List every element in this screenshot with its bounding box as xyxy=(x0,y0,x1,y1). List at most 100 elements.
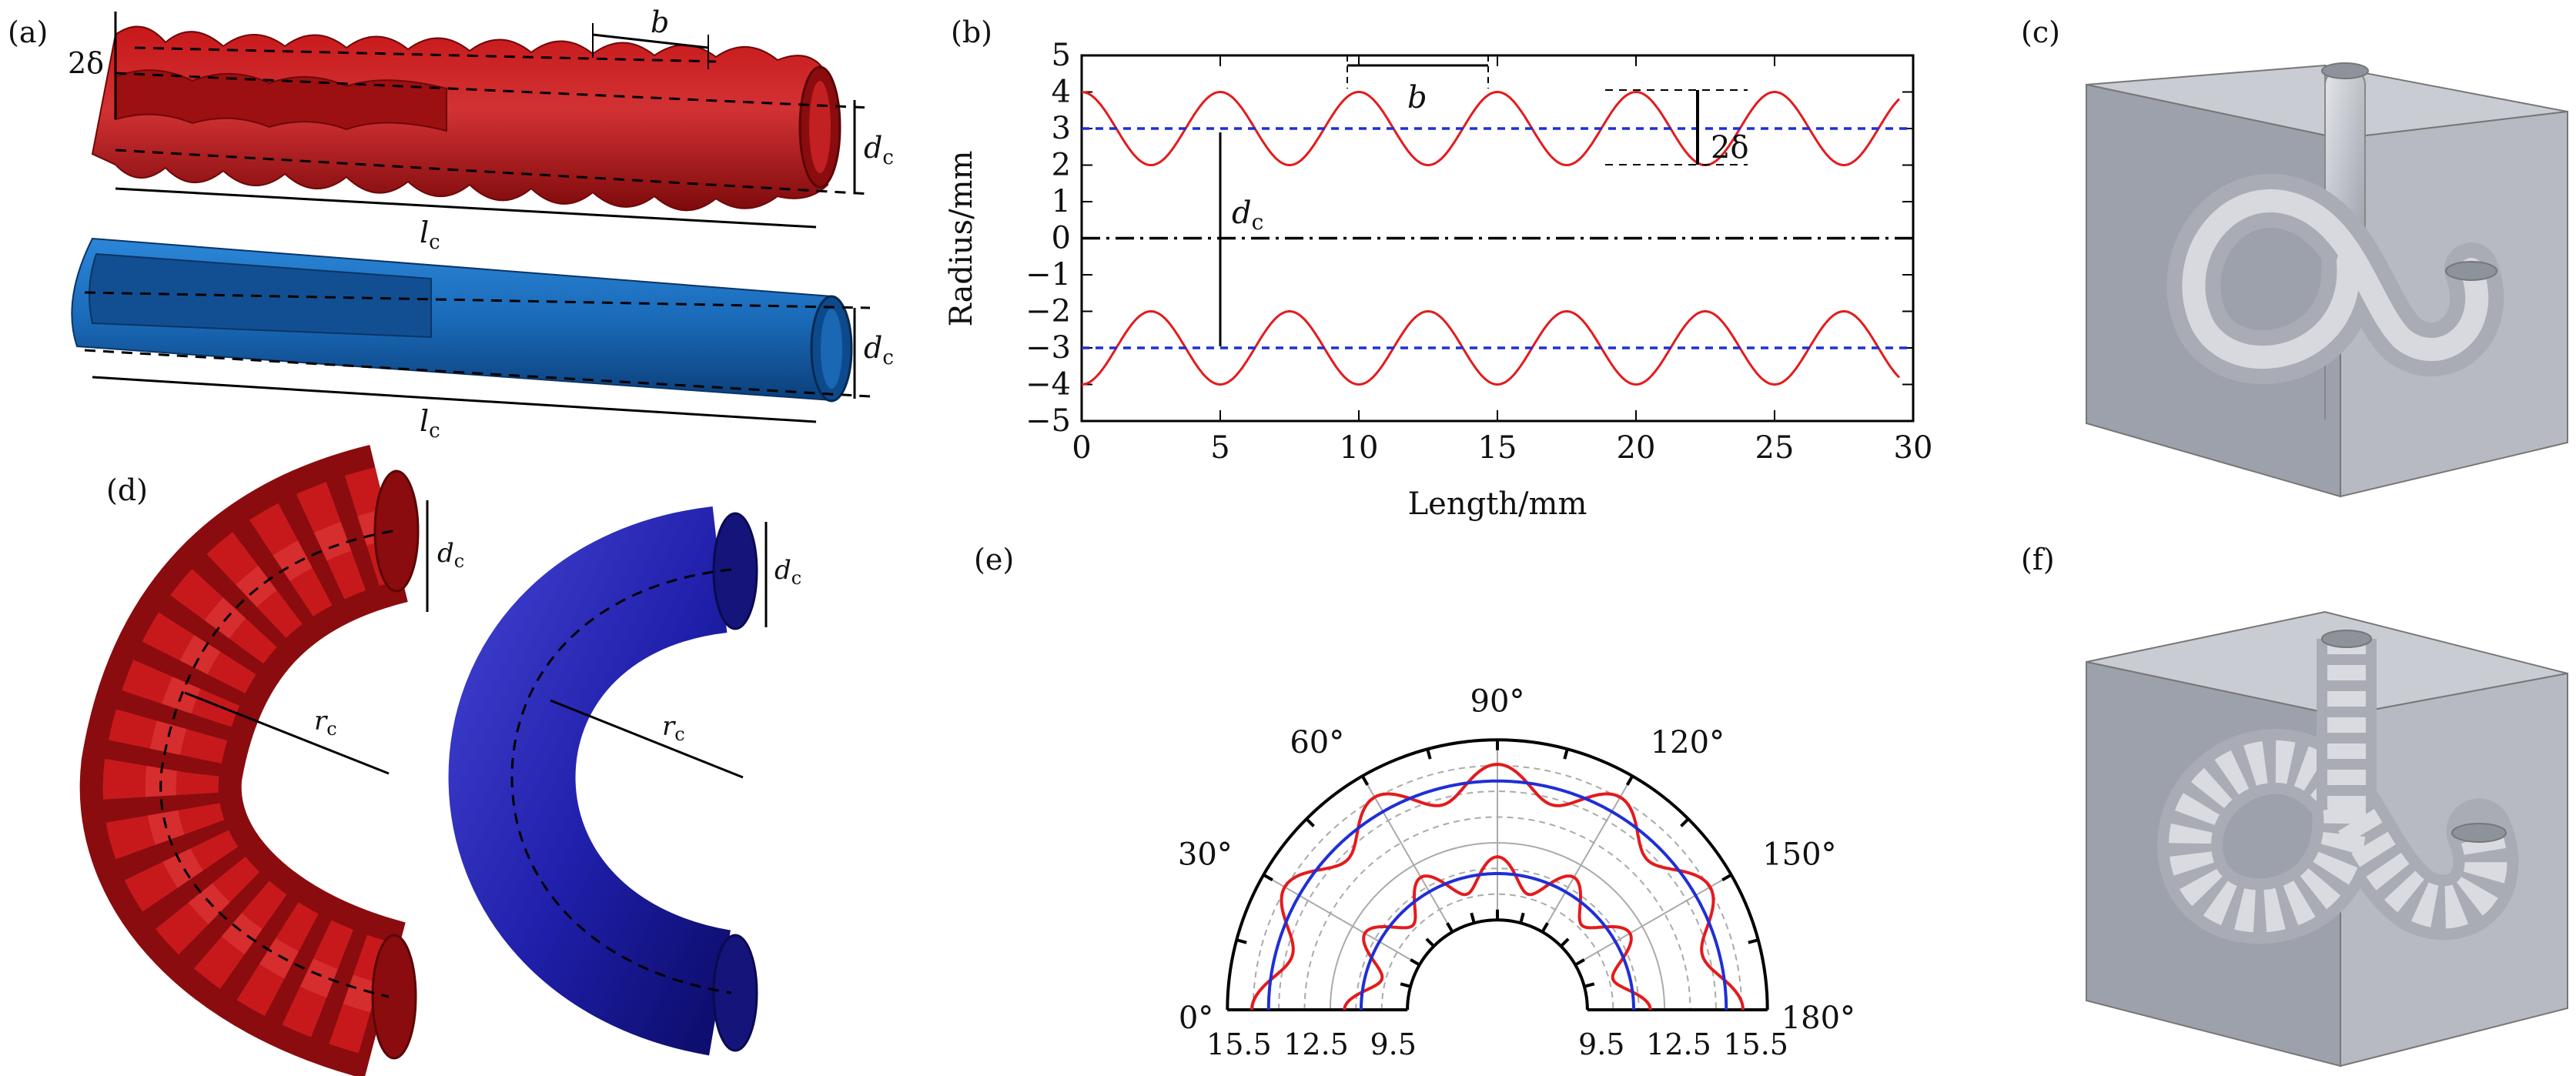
y-tick-label: 0 xyxy=(1052,221,1071,256)
label-dc-red: dc xyxy=(437,538,464,572)
polar-tick xyxy=(1748,938,1759,944)
label-2delta: 2δ xyxy=(68,46,104,80)
bent-corrugated-tube-red xyxy=(79,444,420,1076)
corrugated-tube-red xyxy=(91,25,829,212)
straight-tube-blue-bore xyxy=(821,309,842,389)
polar-angle-label: 180° xyxy=(1781,1001,1855,1036)
panel-e-label: (e) xyxy=(974,543,1014,576)
polar-tick xyxy=(1560,937,1570,947)
y-tick-label: 5 xyxy=(1052,38,1071,73)
x-tick-label: 15 xyxy=(1478,430,1517,466)
polar-tick xyxy=(1574,958,1585,967)
polar-radial-label: 15.5 xyxy=(1723,1028,1788,1061)
polar-corrugated-series xyxy=(1250,762,1745,1011)
y-tick-label: 3 xyxy=(1052,111,1071,146)
panel-f-label: (f) xyxy=(2021,543,2055,576)
panel-d: (d) rc dc rc dc xyxy=(79,444,801,1076)
annot-2delta: 2δ xyxy=(1711,130,1749,165)
dashed-guide xyxy=(134,46,717,63)
x-tick-label: 10 xyxy=(1340,430,1379,466)
polar-angle-label: 150° xyxy=(1762,837,1836,872)
dimension-arrow-b xyxy=(592,33,709,49)
polar-tick xyxy=(1541,922,1549,933)
polar-tick xyxy=(1426,748,1432,760)
polar-radial-label: 12.5 xyxy=(1646,1028,1711,1061)
panel-a: (a) b 2δ dc lc dc lc xyxy=(8,5,894,443)
polar-angle-label: 0° xyxy=(1179,1001,1213,1036)
plot-b-ticks xyxy=(1081,55,1914,422)
label-rc-red: rc xyxy=(314,706,337,740)
y-tick-label: 4 xyxy=(1052,75,1071,110)
label-dc-top: dc xyxy=(864,131,894,169)
polar-plot-e xyxy=(1226,738,1769,1011)
polar-tick xyxy=(1680,817,1690,827)
label-dc-bottom: dc xyxy=(864,331,894,369)
polar-grid-spoke xyxy=(1263,874,1420,966)
polar-inner-frame xyxy=(1406,918,1589,1011)
panel-b-label: (b) xyxy=(951,15,992,49)
dimension-arrow-lc xyxy=(92,376,817,423)
dashed-guide xyxy=(84,291,871,309)
x-tick-label: 5 xyxy=(1210,430,1229,466)
polar-tick xyxy=(1410,958,1420,967)
polar-tick xyxy=(1425,937,1435,947)
polar-mean-series xyxy=(1360,872,1635,1010)
polar-corrugated-series xyxy=(1343,855,1652,1010)
polar-radial-label: 15.5 xyxy=(1206,1028,1272,1061)
polar-radial-label: 12.5 xyxy=(1283,1028,1349,1061)
polar-angle-label: 90° xyxy=(1470,684,1525,720)
panel-c-label: (c) xyxy=(2021,15,2060,49)
cube-with-corrugated-channel xyxy=(2086,610,2568,1068)
series-line-solid xyxy=(1081,90,1901,167)
axis-x-label: Length/mm xyxy=(1408,486,1587,522)
polar-tick xyxy=(1305,817,1315,827)
label-lc-bottom: lc xyxy=(420,404,440,443)
polar-grid-spoke xyxy=(1574,874,1732,966)
y-tick-label: −4 xyxy=(1025,367,1071,403)
series-line-solid xyxy=(1081,309,1901,386)
dashed-guide xyxy=(510,568,732,994)
polar-grid-ring xyxy=(1355,867,1640,1011)
corrugated-tube-red-bore xyxy=(809,81,831,173)
polar-tick xyxy=(1446,922,1454,933)
annot-dc: dc xyxy=(1232,195,1263,235)
polar-radial-label: 9.5 xyxy=(1578,1028,1624,1061)
polar-tick xyxy=(1563,748,1569,760)
x-tick-label: 0 xyxy=(1072,430,1091,466)
polar-tick xyxy=(1360,775,1370,786)
y-tick-label: 1 xyxy=(1052,184,1071,219)
dimension-arrow-lc xyxy=(115,187,817,229)
polar-tick xyxy=(1236,938,1247,944)
dashed-guide xyxy=(84,349,871,398)
y-tick-label: −1 xyxy=(1025,257,1071,292)
panel-a-label: (a) xyxy=(8,15,48,49)
panel-d-label: (d) xyxy=(106,473,148,507)
panel-f: (f) xyxy=(2021,543,2568,1068)
polar-grid-spoke xyxy=(1361,775,1454,933)
dashed-guide xyxy=(115,149,871,195)
radius-arrow xyxy=(550,699,744,779)
dashed-guide xyxy=(159,530,393,998)
label-dc-navy: dc xyxy=(774,555,801,589)
x-tick-label: 30 xyxy=(1894,430,1933,466)
polar-grid-ring xyxy=(1380,893,1614,1011)
polar-tick xyxy=(1584,982,1595,988)
cube-with-helical-channel xyxy=(2086,62,2568,498)
polar-mean-series xyxy=(1266,779,1728,1010)
x-tick-label: 25 xyxy=(1755,430,1795,466)
y-tick-label: 2 xyxy=(1052,148,1071,183)
polar-grid-spoke xyxy=(1541,775,1634,933)
label-rc-navy: rc xyxy=(662,711,685,745)
panel-c: (c) xyxy=(2021,15,2568,498)
polar-angle-label: 120° xyxy=(1651,725,1725,760)
polar-tick xyxy=(1721,873,1732,882)
label-b: b xyxy=(651,5,669,39)
y-tick-label: −5 xyxy=(1025,403,1071,439)
plot-b-series xyxy=(1081,90,1913,386)
dashed-guide xyxy=(115,72,871,109)
annot-b: b xyxy=(1407,80,1427,115)
polar-tick xyxy=(1470,912,1476,924)
